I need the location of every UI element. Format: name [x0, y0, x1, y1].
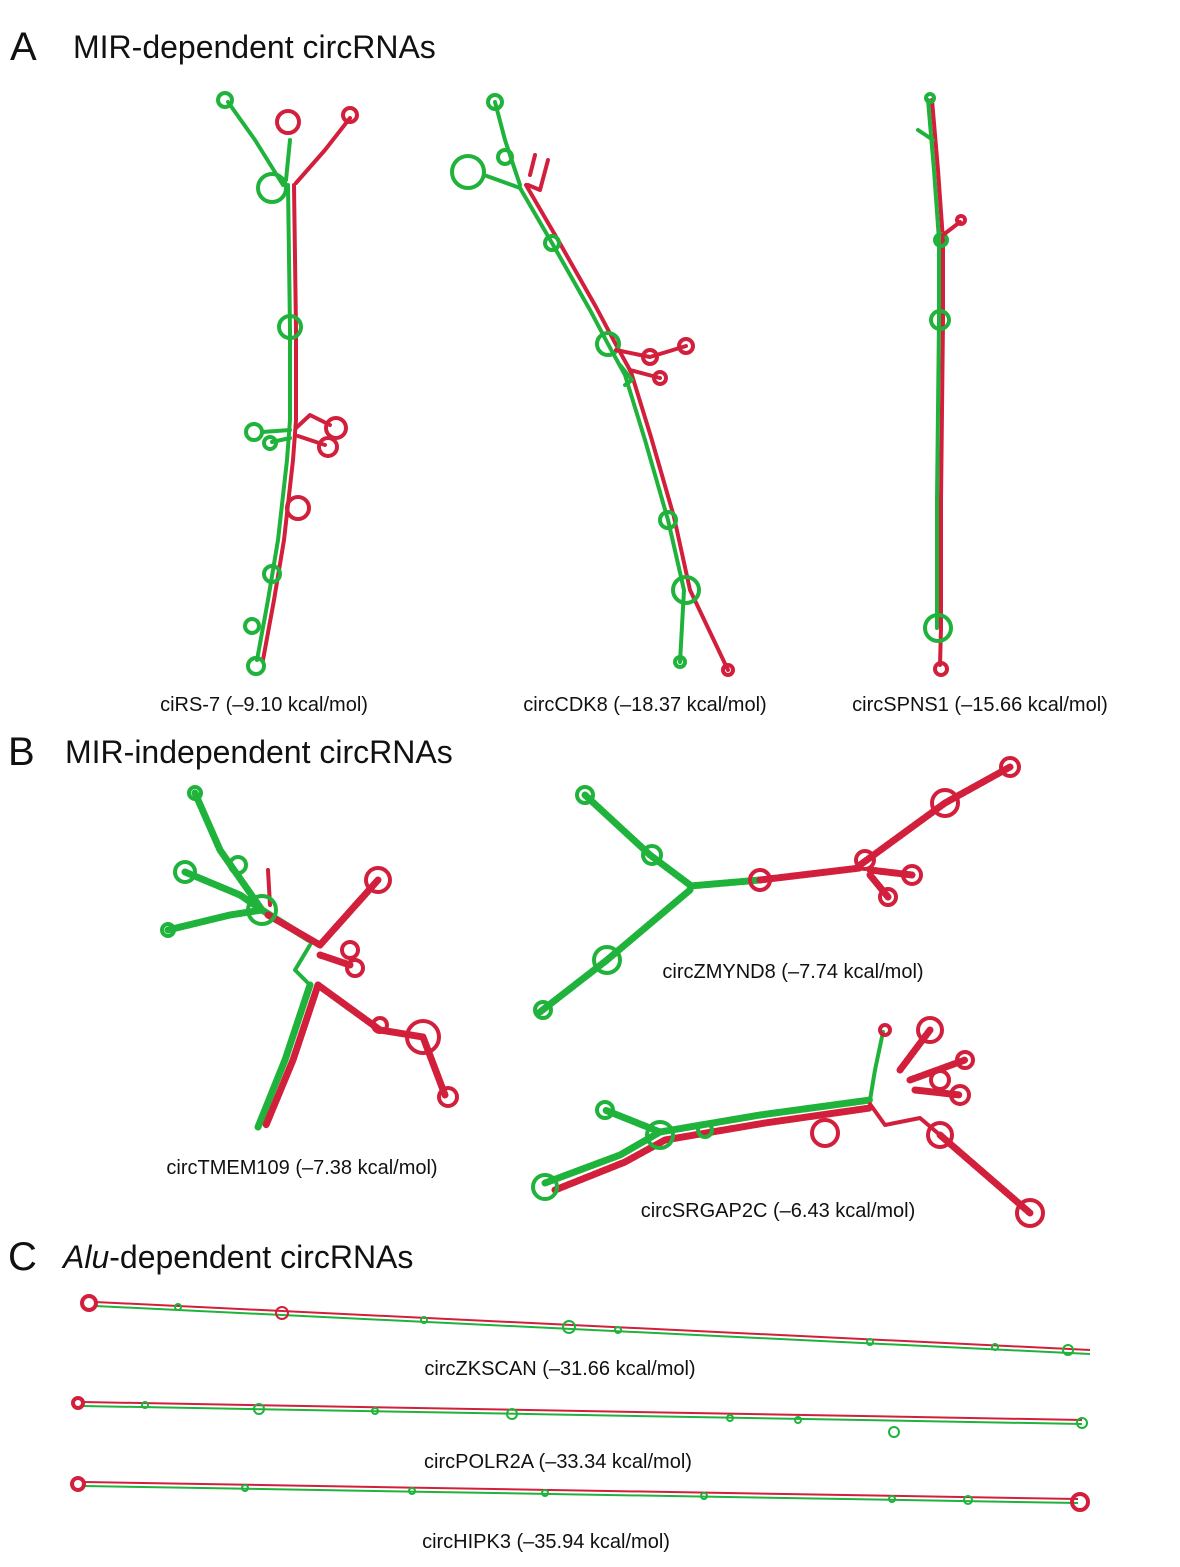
panel-b-title: MIR-independent circRNAs [65, 734, 453, 770]
label-circzmynd8: circZMYND8 (–7.74 kcal/mol) [662, 961, 923, 983]
panel-c-title: Alu-dependent circRNAs [61, 1239, 413, 1275]
label-circspns1: circSPNS1 (–15.66 kcal/mol) [852, 694, 1108, 716]
panel-c-letter: C [8, 1235, 37, 1279]
label-circhipk3: circHIPK3 (–35.94 kcal/mol) [422, 1531, 670, 1553]
label-circtmem109: circTMEM109 (–7.38 kcal/mol) [166, 1157, 437, 1179]
panel-a-letter: A [10, 25, 37, 69]
panel-c-title-italic: Alu [61, 1239, 109, 1275]
label-circpolr2a: circPOLR2A (–33.34 kcal/mol) [424, 1451, 692, 1473]
panel-a-title: MIR-dependent circRNAs [73, 29, 436, 65]
structure-circcdk8 [450, 93, 735, 677]
panel-b-letter: B [8, 730, 35, 774]
label-circsrgap2c: circSRGAP2C (–6.43 kcal/mol) [641, 1200, 916, 1222]
structure-cirs7 [216, 91, 359, 676]
structure-circpolr2a [71, 1396, 1088, 1438]
structure-circtmem109 [160, 785, 459, 1131]
label-circzkscan: circZKSCAN (–31.66 kcal/mol) [424, 1358, 695, 1380]
panel-c-title-rest: -dependent circRNAs [109, 1239, 413, 1275]
structure-circzkscan [80, 1294, 1091, 1356]
label-cirs7: ciRS-7 (–9.10 kcal/mol) [160, 694, 368, 716]
label-circcdk8: circCDK8 (–18.37 kcal/mol) [523, 694, 766, 716]
structure-circsrgap2c [531, 1016, 1045, 1228]
structure-circspns1 [916, 92, 967, 677]
structure-circhipk3 [70, 1476, 1090, 1512]
structure-circzmynd8 [533, 756, 1021, 1020]
